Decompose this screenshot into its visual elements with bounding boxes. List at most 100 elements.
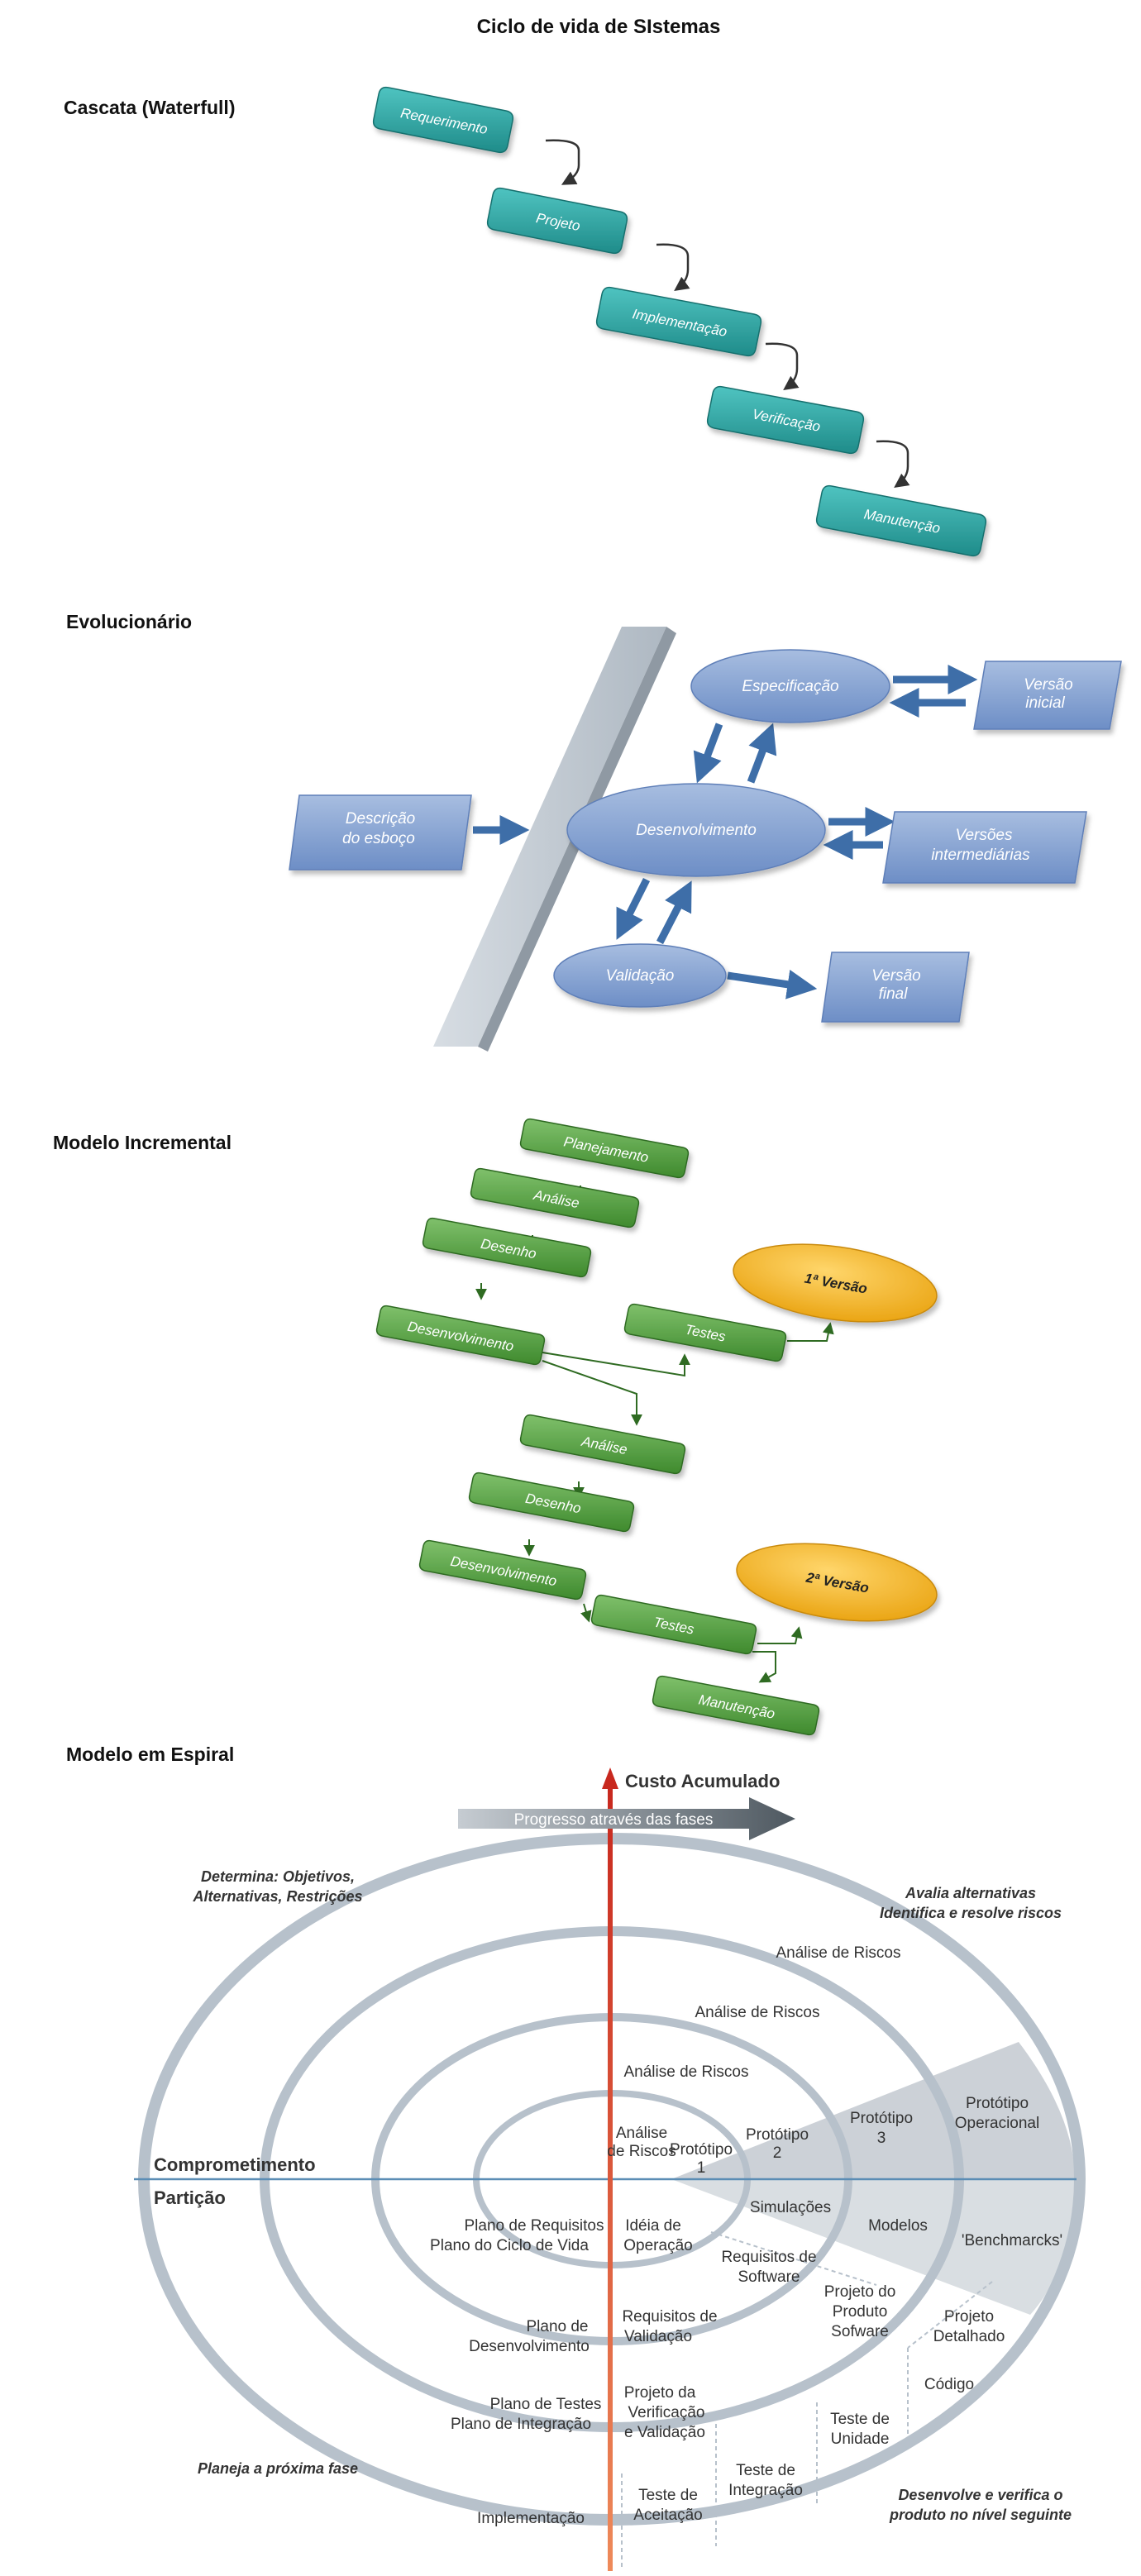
validation-ellipse: Validação [553,943,727,1008]
inc-box-desenvolvimento-1: Desenvolvimento [375,1305,546,1366]
waterfall-connector-4 [876,440,910,489]
integration-test: Integração [728,2482,803,2499]
sketch-description-box: Descrição do esboço [289,794,472,871]
commitment-label: Comprometimento [154,2154,316,2175]
quadrant-1-label: Determina: Objetivos, [201,1868,355,1885]
risk-analysis-4: Análise [616,2125,667,2142]
code-label: Código [924,2376,974,2393]
validation-requirements: Requisitos de [622,2308,717,2326]
inc-box-analise-2: Análise [519,1414,686,1475]
validation-label: Validação [606,967,675,985]
inc-box-desenho-2: Desenho [468,1472,635,1533]
specification-ellipse: Especificação [690,649,890,723]
divider [710,2231,877,2286]
risk-analysis-3: Análise de Riscos [623,2063,748,2081]
plan-requirements: Plano de Requisitos [465,2217,604,2235]
inc-connector [542,1352,690,1377]
divider [907,2281,993,2349]
initial-version-label-2: inicial [1025,694,1065,712]
waterfall-section: Cascata (Waterfull) Requerimento Projeto… [64,86,987,557]
waterfall-heading: Cascata (Waterfull) [64,97,235,118]
cost-axis-arrow [602,1767,618,1789]
inc-box-analise-1: Análise [470,1167,640,1228]
spiral-wedge-upper [671,2042,1075,2179]
development-label: Desenvolvimento [636,822,757,839]
prototype-operational: Operacional [955,2115,1039,2132]
integration-test: Teste de [736,2462,795,2479]
incremental-heading: Modelo Incremental [53,1132,232,1153]
development-plan: Desenvolvimento [469,2338,590,2355]
progress-label: Progresso através das fases [514,1811,714,1829]
risk-analysis-2: Análise de Riscos [695,2004,819,2021]
arrow-dev-to-spec [747,723,777,784]
development-ellipse: Desenvolvimento [566,783,826,877]
cost-axis-label: Custo Acumulado [625,1771,780,1791]
software-requirements: Requisitos de [721,2249,816,2266]
spiral-heading: Modelo em Espiral [66,1744,234,1765]
detailed-design: Detalhado [933,2328,1005,2345]
sketch-label-2: do esboço [342,830,415,847]
arrow-dev-to-validation [616,877,651,940]
inc-connector [757,1626,803,1644]
simulations-label: Simulações [750,2199,831,2216]
waterfall-step-manutencao: Manutenção [815,484,987,557]
waterfall-step-projeto: Projeto [486,187,628,255]
quadrant-2-label: Avalia alternativas [905,1885,1036,1901]
prototype-2: 2 [773,2144,782,2162]
inc-connector [542,1360,642,1426]
software-product-design: Sofware [831,2323,889,2340]
test-plan: Plano de Testes [490,2396,602,2413]
inc-connector [752,1651,776,1683]
arrow-validation-to-dev [656,880,692,945]
verification-design: e Validação [624,2424,705,2441]
quadrant-4-label: produto no nível seguinte [889,2507,1072,2523]
spiral-wedge-lower [671,2179,1075,2315]
unit-test: Teste de [830,2411,890,2428]
final-version-label-1: Versão [871,967,921,985]
inc-connector [787,1322,834,1342]
evolutionary-section: Evolucionário Descrição do esboço Especi… [66,611,1122,1052]
quadrant-3-label: Planeja a próxima fase [198,2460,358,2477]
waterfall-connector-2 [656,243,690,292]
validation-requirements: Validação [624,2328,692,2345]
inc-box-desenho-1: Desenho [422,1217,592,1278]
software-product-design: Projeto do [824,2283,896,2301]
incremental-section: Modelo Incremental Planejamento Análise … [53,1118,938,1736]
detailed-design: Projeto [944,2308,994,2326]
operation-idea: Operação [623,2237,692,2254]
unit-test: Unidade [831,2431,890,2448]
waterfall-step-implementacao: Implementação [595,286,762,357]
partition-label: Partição [154,2187,226,2208]
intermediate-versions-box: Versões intermediárias [882,811,1087,884]
inc-box-planejamento: Planejamento [519,1118,690,1179]
evolutionary-heading: Evolucionário [66,611,192,632]
prototype-2: Protótipo [746,2126,809,2144]
software-requirements: Software [738,2268,800,2286]
progress-arrow [458,1797,795,1840]
version-2-ellipse: 2ª Versão [736,1543,938,1622]
prototype-3: 3 [877,2130,886,2147]
operation-idea: Idéia de [625,2217,681,2235]
inc-box-testes-2: Testes [590,1594,757,1655]
models-label: Modelos [868,2217,928,2235]
risk-analysis-4: de Riscos [607,2143,676,2160]
acceptance-test: Teste de [638,2487,698,2504]
verification-design: Projeto da [624,2384,696,2402]
cost-axis-line [608,1786,613,2571]
initial-version-box: Versão inicial [973,661,1122,730]
version-1-ellipse: 1ª Versão [733,1243,938,1323]
waterfall-step-requerimento: Requerimento [372,86,514,154]
plan-requirements: Plano do Ciclo de Vida [430,2237,589,2254]
initial-version-label-1: Versão [1024,676,1073,694]
verification-design: Verificação [628,2404,705,2421]
implementation-label: Implementação [477,2510,585,2527]
page-title: Ciclo de vida de SIstemas [477,16,721,38]
waterfall-connector-1 [545,139,580,185]
waterfall-connector-3 [765,342,800,391]
intermediate-label-2: intermediárias [931,847,1030,864]
sketch-label-1: Descrição [346,810,415,828]
inc-box-manutencao: Manutenção [652,1675,820,1736]
waterfall-step-verificacao: Verificação [706,385,865,455]
final-version-box: Versão final [821,952,970,1023]
